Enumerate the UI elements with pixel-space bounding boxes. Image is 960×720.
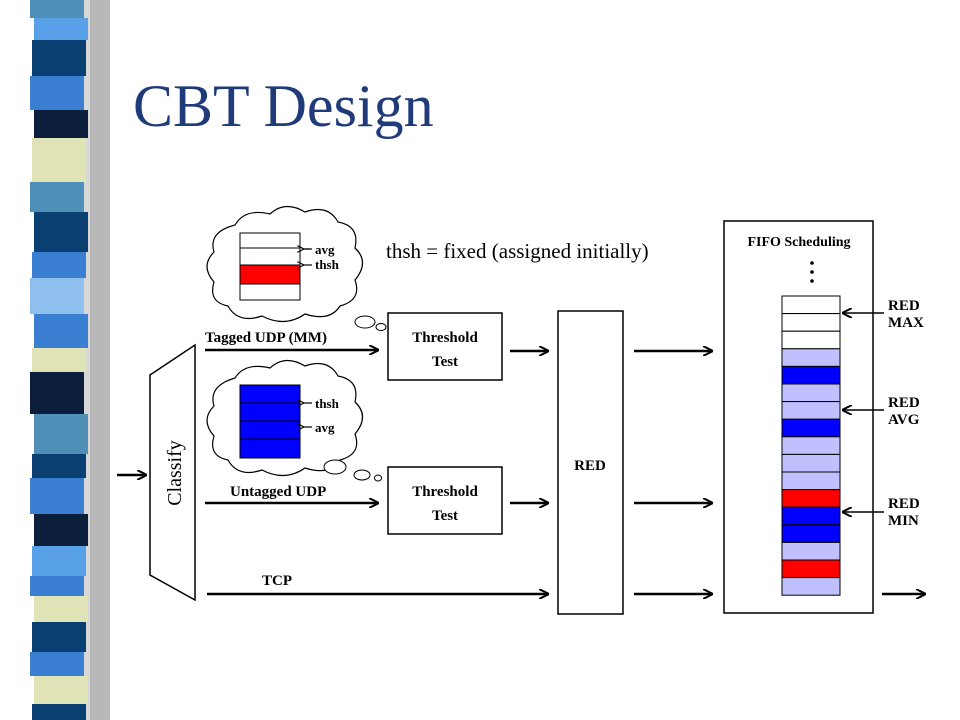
queue-cell-untagged — [781, 524, 841, 543]
queue-cell-tcp — [781, 577, 841, 596]
cloud-bottom-avg-label: avg — [315, 420, 335, 435]
queue-cell-tcp — [781, 401, 841, 420]
queue-cell-tcp — [781, 453, 841, 473]
threshold-test-top-box — [387, 312, 503, 381]
stripe-segment — [34, 314, 88, 348]
threshold-top-line1: Threshold — [412, 330, 478, 346]
queue-cell-tcp — [781, 541, 841, 561]
cloud-top-thsh-label: thsh — [315, 257, 340, 272]
queue-cell-tcp — [781, 436, 841, 455]
queue-cell-tcp — [781, 471, 841, 491]
threshold-test-bottom-box — [387, 466, 503, 535]
queue-cell-tagged — [781, 489, 841, 508]
red-max-line2: MAX — [888, 315, 924, 331]
decorative-stripe-bar — [30, 0, 110, 720]
queue-cell-untagged — [781, 365, 841, 385]
queue-cell-untagged — [781, 418, 841, 438]
queue-cell-tcp — [781, 348, 841, 367]
red-avg-line1: RED — [888, 395, 920, 411]
queue-cell-tagged — [781, 559, 841, 579]
classify-box — [149, 343, 196, 602]
stripe-segment — [32, 704, 86, 720]
queue-cell-untagged — [781, 506, 841, 526]
stripe-segment — [34, 596, 88, 622]
stripe-segment — [32, 454, 86, 478]
threshold-top-line2: Test — [432, 354, 458, 370]
queue-cell-empty — [781, 295, 841, 315]
red-min-line2: MIN — [888, 513, 919, 529]
stripe-segment — [32, 40, 86, 76]
slide-title: CBT Design — [133, 73, 434, 139]
cloud-top-avg-label: avg — [315, 242, 335, 257]
stripe-segment — [34, 676, 88, 704]
cloud-bottom-thsh-label: thsh — [315, 396, 340, 411]
stripe-segment — [34, 212, 88, 252]
stripe-segment — [34, 110, 88, 138]
queue-cell-empty — [781, 330, 841, 350]
red-avg-line2: AVG — [888, 412, 920, 428]
stripe-segment — [30, 652, 84, 676]
stripe-segment — [30, 372, 84, 414]
stripe-segment — [34, 514, 88, 546]
stripe-segment — [30, 76, 84, 110]
stripe-segment — [34, 414, 88, 454]
stripe-segment — [30, 278, 84, 314]
queue-cell-empty — [781, 313, 841, 332]
red-box — [557, 310, 624, 615]
red-max-line1: RED — [888, 298, 920, 314]
flow-label-tcp: TCP — [262, 573, 292, 589]
red-box-label: RED — [574, 458, 606, 474]
flow-label-tagged-udp: Tagged UDP (MM) — [205, 330, 327, 346]
stripe-segment — [30, 182, 84, 212]
thought-cloud-tagged — [206, 205, 387, 331]
fifo-queue — [781, 295, 841, 596]
stripe-segment — [32, 622, 86, 652]
thought-cloud-untagged — [206, 359, 382, 482]
stripe-segment — [30, 478, 84, 514]
fifo-label: FIFO Scheduling — [747, 235, 850, 250]
stripe-segment — [32, 546, 86, 576]
red-min-line1: RED — [888, 496, 920, 512]
stripe-segment — [34, 18, 88, 40]
stripe-segment — [32, 348, 86, 372]
queue-cell-tcp — [781, 383, 841, 403]
flow-label-untagged-udp: Untagged UDP — [230, 484, 326, 500]
threshold-equation: thsh = fixed (assigned initially) — [386, 239, 649, 263]
stripe-segment — [30, 0, 84, 18]
stripe-segment — [32, 138, 86, 182]
threshold-bottom-line1: Threshold — [412, 484, 478, 500]
ellipsis-dots — [810, 261, 814, 283]
threshold-bottom-line2: Test — [432, 508, 458, 524]
classify-label: Classify — [164, 440, 186, 506]
stripe-segment — [30, 576, 84, 596]
stripe-segment — [32, 252, 86, 278]
